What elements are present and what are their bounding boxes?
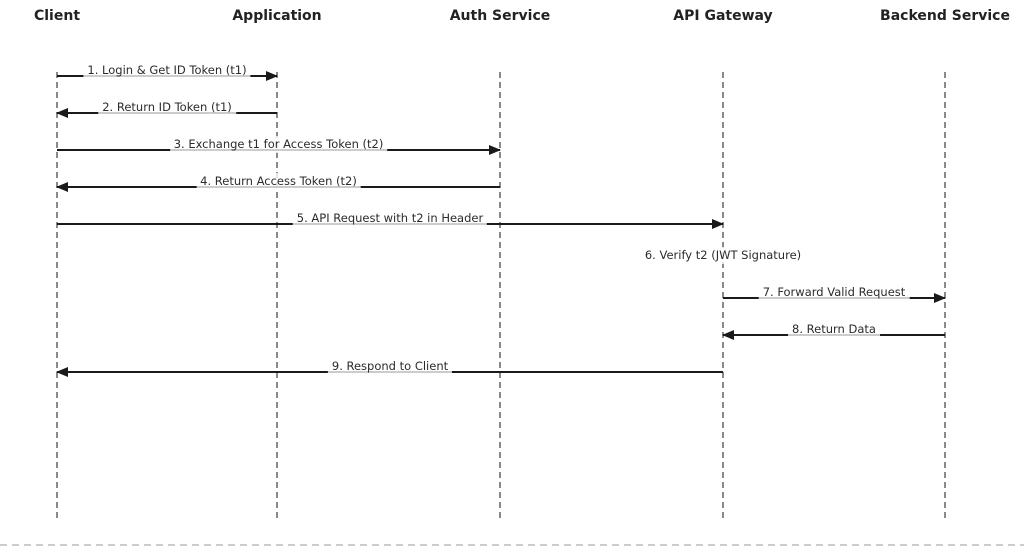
actor-label-client: Client (33, 8, 81, 24)
message-label-3: 3. Exchange t1 for Access Token (t2) (169, 136, 388, 153)
message-label-7: 7. Forward Valid Request (758, 284, 910, 301)
arrowhead-icon (56, 367, 68, 377)
arrowhead-icon (934, 293, 946, 303)
message-label-2: 2. Return ID Token (t1) (98, 99, 236, 116)
message-label-6: 6. Verify t2 (JWT Signature) (640, 247, 806, 264)
bottom-dashed-line (0, 544, 1024, 546)
arrowhead-icon (56, 108, 68, 118)
arrowhead-icon (722, 330, 734, 340)
lifeline-client (56, 72, 58, 518)
message-label-5: 5. API Request with t2 in Header (292, 210, 488, 227)
arrowhead-icon (489, 145, 501, 155)
lifeline-auth-service (499, 72, 501, 518)
arrowhead-icon (56, 182, 68, 192)
actor-label-backend-service: Backend Service (880, 8, 1010, 24)
message-label-9: 9. Respond to Client (327, 358, 453, 375)
message-label-8: 8. Return Data (788, 321, 880, 338)
actor-label-api-gateway: API Gateway (673, 8, 773, 24)
lifeline-application (276, 72, 278, 518)
message-label-1: 1. Login & Get ID Token (t1) (83, 62, 251, 79)
message-label-4: 4. Return Access Token (t2) (196, 173, 361, 190)
actor-label-auth-service: Auth Service (449, 8, 551, 24)
actor-label-application: Application (232, 8, 322, 24)
arrowhead-icon (712, 219, 724, 229)
arrowhead-icon (266, 71, 278, 81)
lifeline-api-gateway (722, 72, 724, 518)
